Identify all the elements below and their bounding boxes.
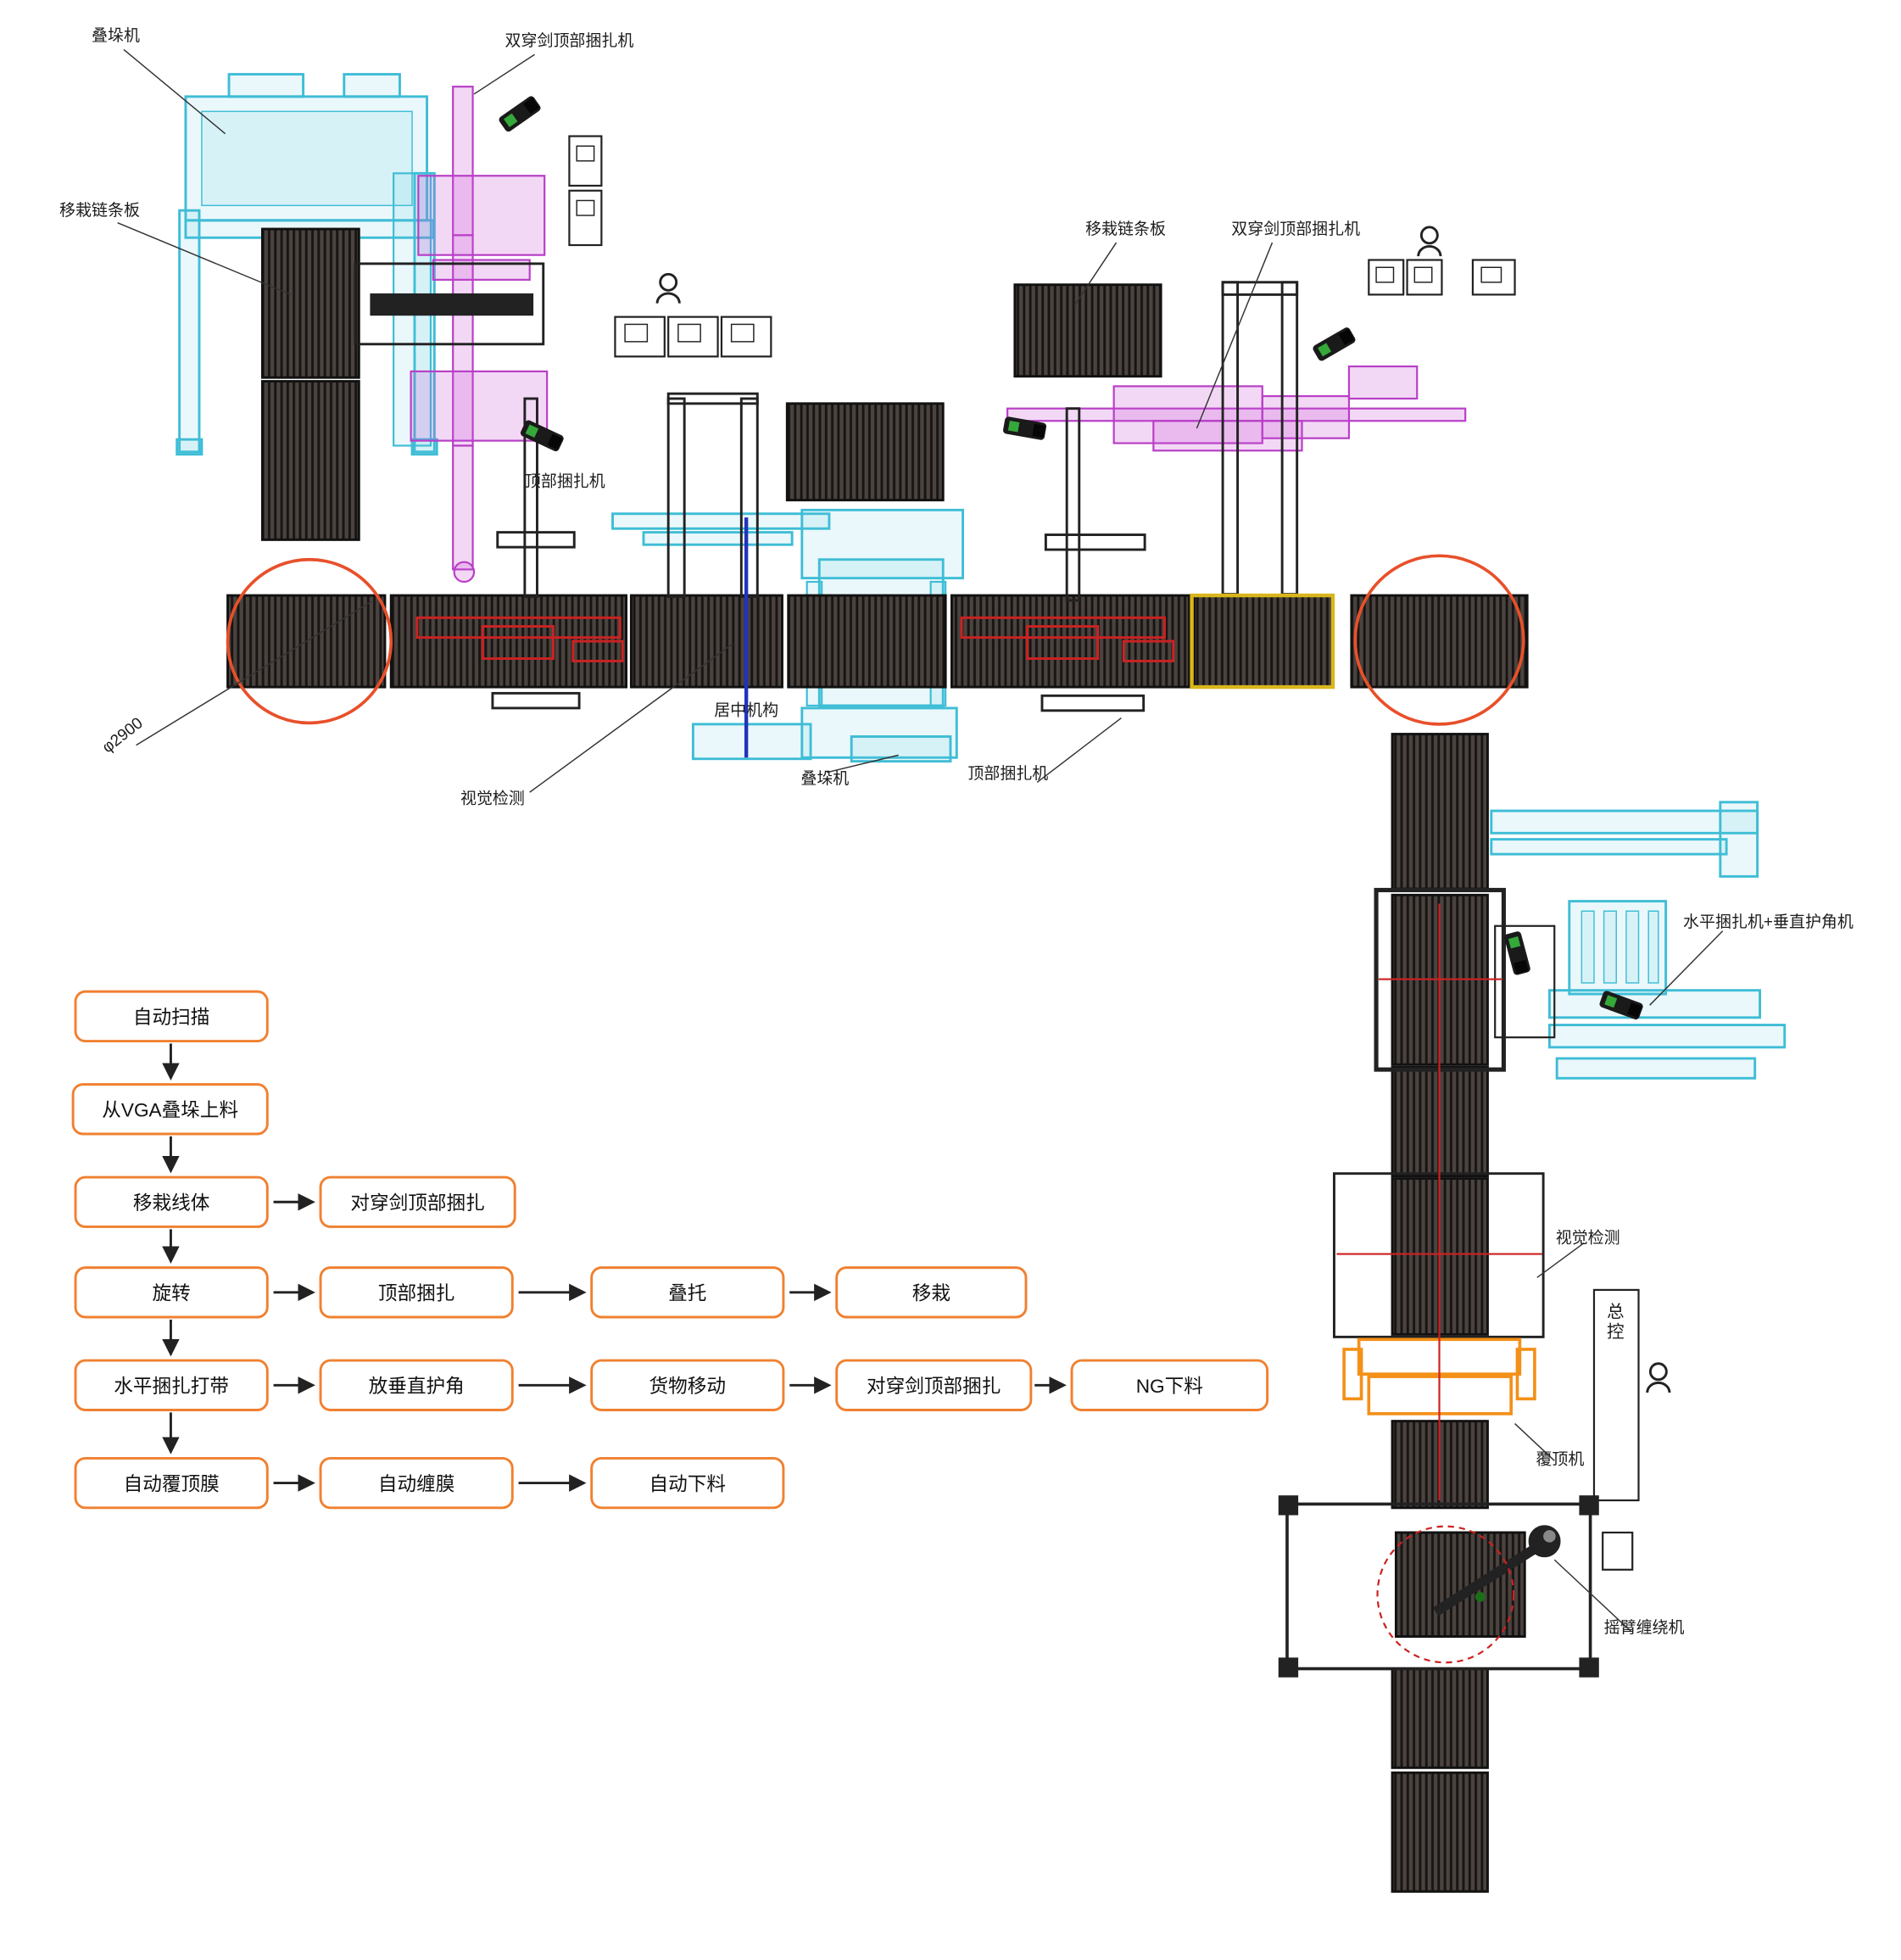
flow-node-rotate: 旋转 xyxy=(74,1266,269,1319)
label-double-sword-right: 双穿剑顶部捆扎机 xyxy=(1231,219,1361,238)
flow-node-corner-guard: 放垂直护角 xyxy=(319,1359,514,1411)
flow-node-stack-pallet: 叠托 xyxy=(590,1266,785,1319)
label-top-film-machine: 覆顶机 xyxy=(1536,1449,1585,1469)
red-annotations xyxy=(226,517,1542,1664)
flow-node-vga-feed: 从VGA叠垛上料 xyxy=(71,1083,269,1136)
person-icon xyxy=(1646,1362,1671,1394)
label-horizontal-strapper: 水平捆扎机+垂直护角机 xyxy=(1683,912,1854,931)
label-vision-right: 视觉检测 xyxy=(1555,1227,1620,1247)
label-stacker-top-left: 叠垛机 xyxy=(92,25,140,45)
label-chain-plate-left: 移栽链条板 xyxy=(59,200,140,220)
person-icon xyxy=(655,272,681,305)
conveyors xyxy=(226,227,1529,1893)
flow-node-cargo-move: 货物移动 xyxy=(590,1359,785,1411)
flow-node-cross-sword-strap-1: 对穿剑顶部捆扎 xyxy=(319,1175,516,1228)
camera-icon xyxy=(1503,930,1531,976)
label-double-sword-left: 双穿剑顶部捆扎机 xyxy=(505,31,634,50)
label-arm-wrapper: 摇臂缠绕机 xyxy=(1603,1617,1685,1637)
flow-arrows xyxy=(162,1043,1067,1492)
flow-node-auto-top-film: 自动覆顶膜 xyxy=(74,1456,269,1510)
flow-node-cross-sword-strap-2: 对穿剑顶部捆扎 xyxy=(835,1359,1033,1411)
flow-node-transfer: 移栽 xyxy=(835,1266,1028,1319)
person-icon xyxy=(1417,226,1442,258)
leader-lines xyxy=(117,48,1724,1633)
flow-node-ng-unload: NG下料 xyxy=(1070,1359,1269,1411)
label-stacker-center: 叠垛机 xyxy=(800,768,850,788)
cyan-machinery xyxy=(176,73,1787,1080)
flow-node-auto-wrap: 自动缠膜 xyxy=(319,1456,514,1510)
flow-node-transfer-line: 移栽线体 xyxy=(74,1175,269,1228)
flow-node-auto-unload: 自动下料 xyxy=(590,1456,785,1510)
label-chain-plate-right: 移栽链条板 xyxy=(1085,219,1166,238)
label-vision-left: 视觉检测 xyxy=(460,788,525,807)
label-master-control: 总控 xyxy=(1605,1302,1626,1343)
flow-node-top-strap: 顶部捆扎 xyxy=(319,1266,514,1319)
flow-node-auto-scan: 自动扫描 xyxy=(74,990,269,1042)
label-top-strapper-left: 顶部捆扎机 xyxy=(524,472,605,491)
camera-icon xyxy=(497,94,543,133)
label-centering: 居中机构 xyxy=(714,701,779,720)
camera-icon xyxy=(1311,326,1357,363)
flow-node-horizontal-strap: 水平捆扎打带 xyxy=(74,1359,269,1411)
label-top-strapper-center: 顶部捆扎机 xyxy=(967,763,1049,783)
